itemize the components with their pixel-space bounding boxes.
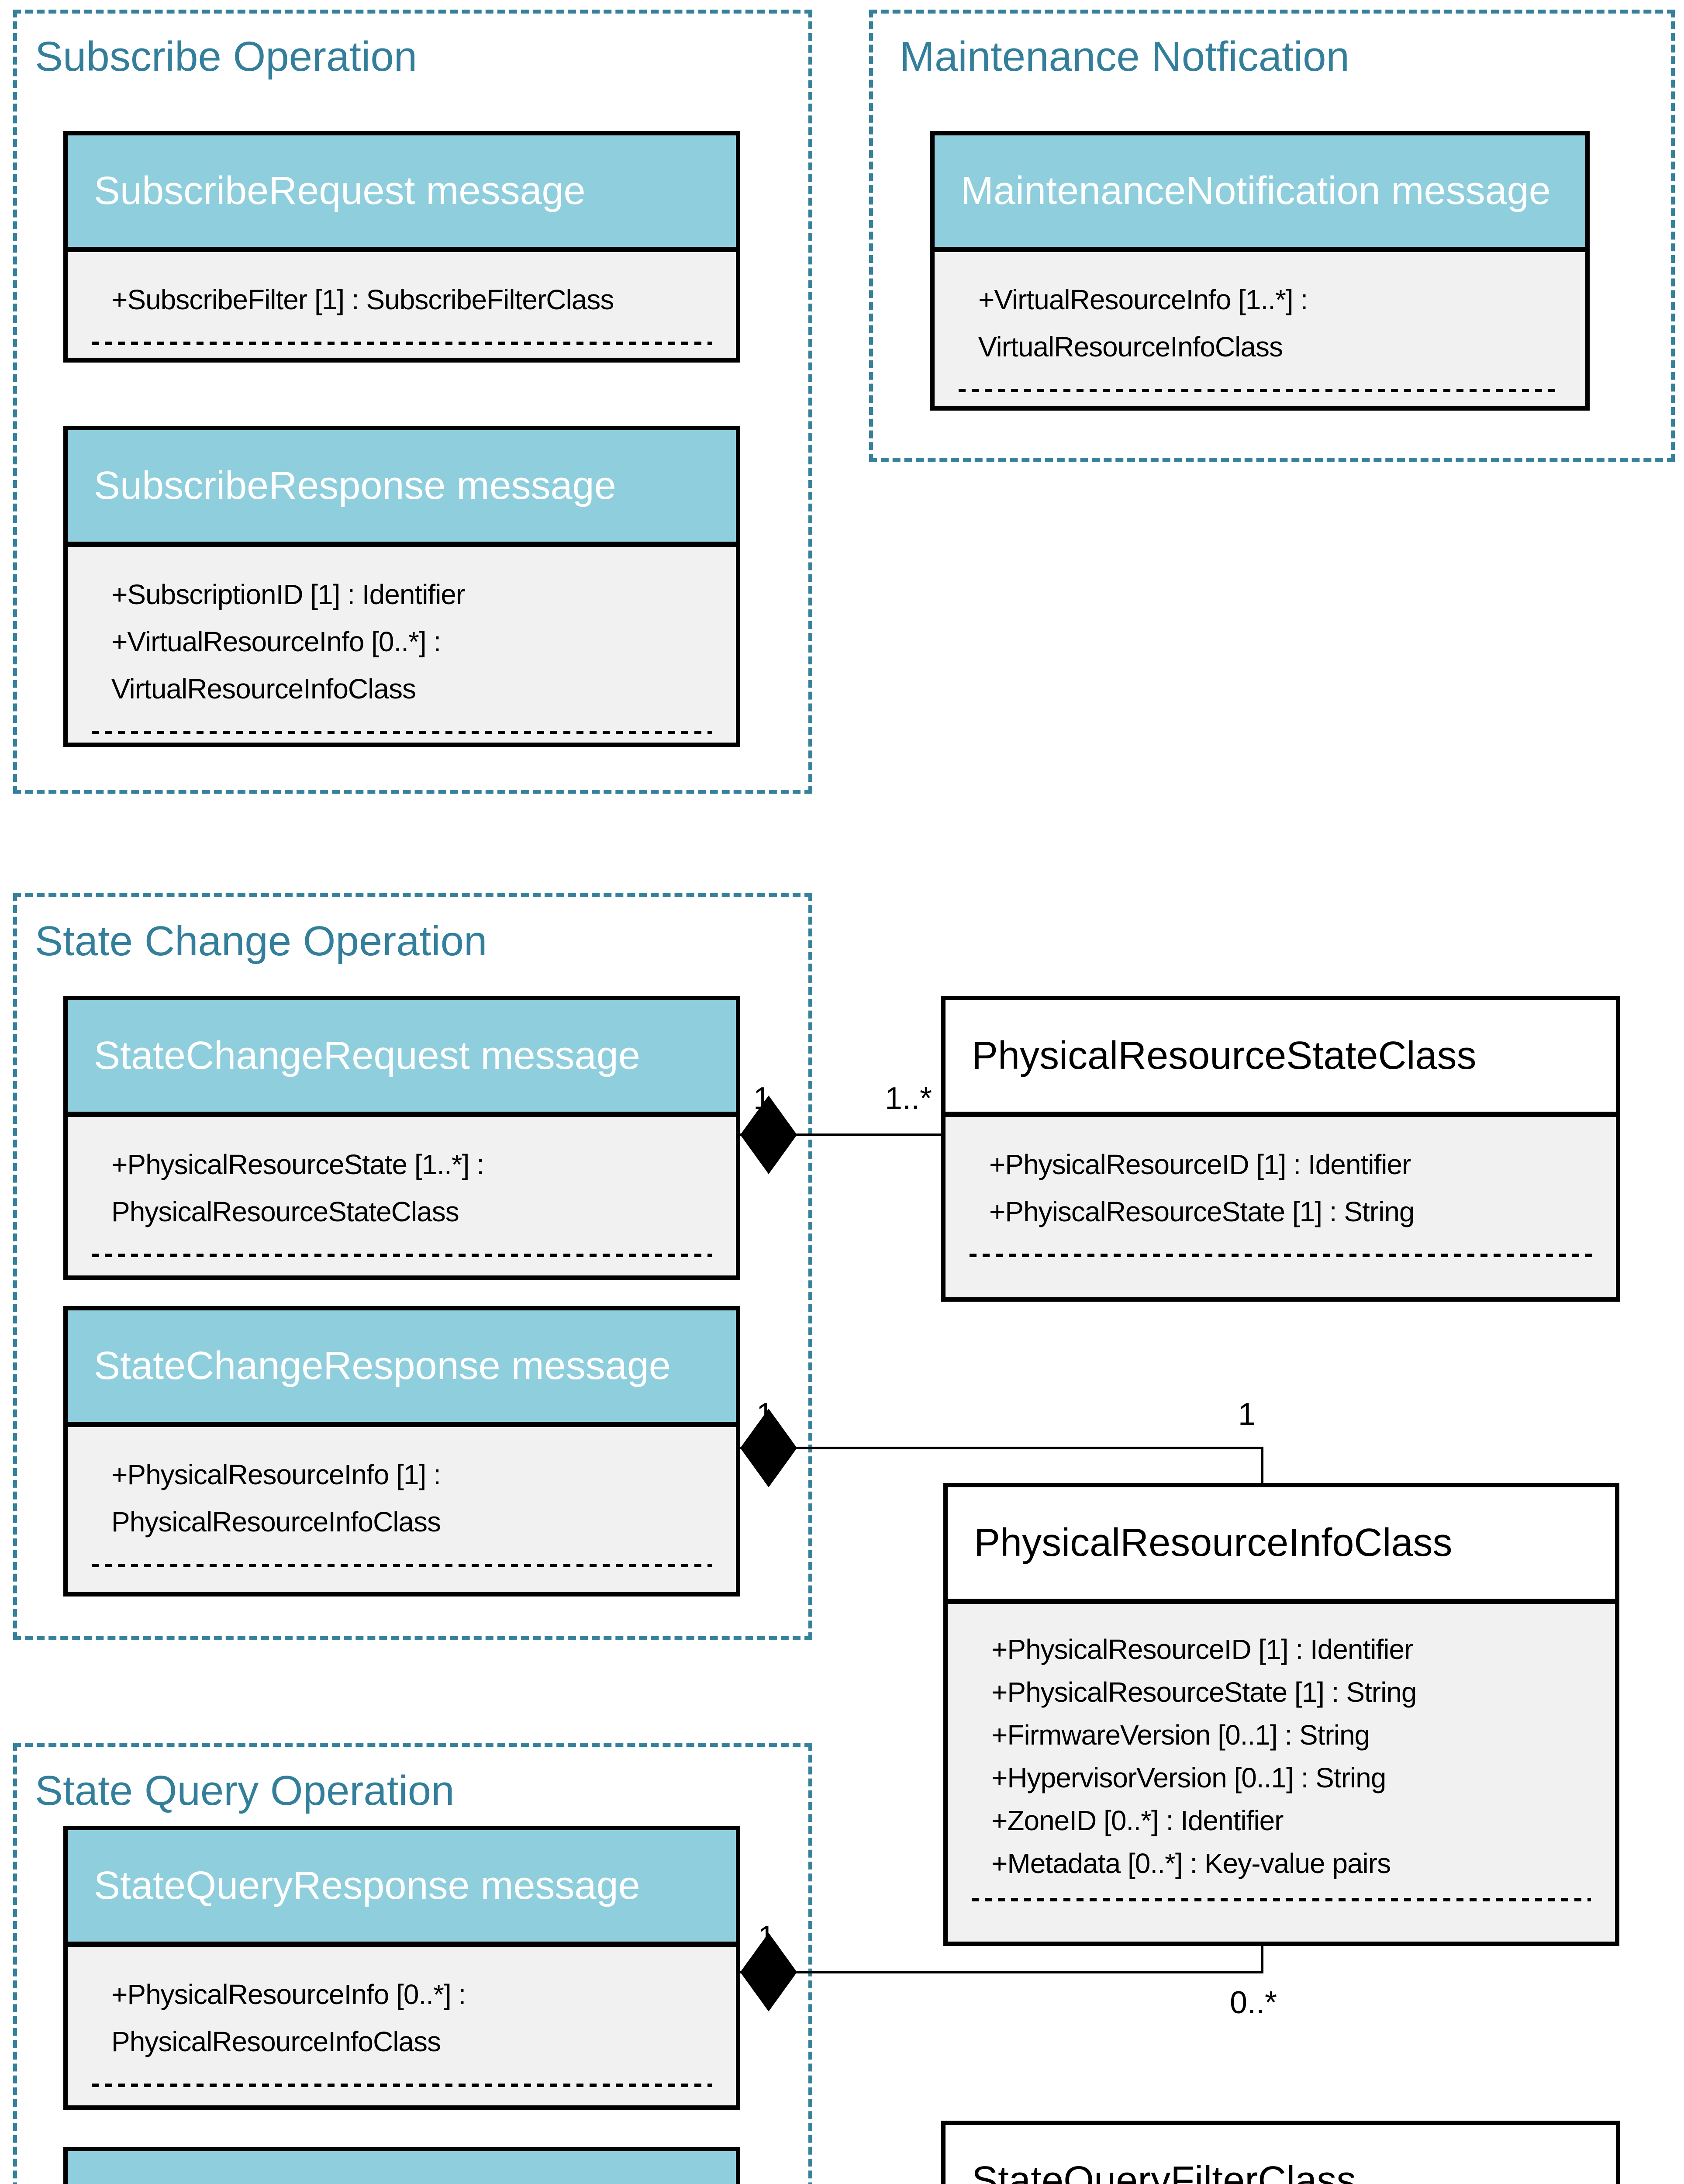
class-title-bar: StateQueryFilterClass — [946, 2125, 1616, 2184]
connector-line — [740, 1133, 941, 1136]
attribute-line: PhysicalResourceInfoClass — [111, 1506, 441, 1538]
attribute-line: +PhysicalResourceState [1..*] : — [111, 1149, 484, 1180]
class-title: PhysicalResourceInfoClass — [974, 1521, 1453, 1565]
attribute-line: +PhysicalResourceInfo [0..*] : — [111, 1979, 466, 2010]
section-subscribe-operation — [13, 10, 812, 794]
class-title: MaintenanceNotification message — [961, 169, 1551, 213]
attributes-separator — [92, 731, 712, 734]
class-box-state-query-request: StateQueryRequest message StateQueryFilt… — [63, 2147, 740, 2184]
class-box-state-query-filter-class: StateQueryFilterClass +PhysicalResourceI… — [941, 2121, 1620, 2184]
multiplicity-label: 1 — [757, 1920, 776, 1955]
connector-line — [1261, 1945, 1263, 1973]
class-title-bar: SubscribeRequest message — [68, 135, 736, 252]
connector-line — [1261, 1447, 1263, 1484]
attribute-line: +SubscribeFilter [1] : SubscribeFilterCl… — [111, 284, 614, 315]
attribute-line: +FirmwareVersion [0..1] : String — [991, 1719, 1370, 1751]
attribute-line: VirtualResourceInfoClass — [978, 331, 1283, 363]
section-title-state-query-operation: State Query Operation — [35, 1767, 455, 1814]
attribute-line: PhysicalResourceStateClass — [111, 1196, 459, 1227]
connector-line — [740, 1447, 1263, 1449]
attribute-line: +PhysicalResourceInfo [1] : — [111, 1459, 441, 1490]
class-attributes: +PhysicalResourceInfo [0..*] : PhysicalR… — [68, 1947, 736, 2105]
attribute-line: +ZoneID [0..*] : Identifier — [991, 1805, 1284, 1836]
class-title: SubscribeRequest message — [94, 169, 586, 213]
attribute-line: VirtualResourceInfoClass — [111, 673, 416, 705]
class-attributes: +SubscribeFilter [1] : SubscribeFilterCl… — [68, 252, 736, 358]
class-attributes: +VirtualResourceInfo [1..*] : VirtualRes… — [935, 252, 1585, 406]
class-box-physical-resource-info-class: PhysicalResourceInfoClass +PhysicalResou… — [943, 1483, 1619, 1946]
attribute-line: +PhyiscalResourceState [1] : String — [989, 1196, 1415, 1227]
attributes-separator — [92, 342, 712, 345]
connector-line — [740, 1971, 1263, 1973]
multiplicity-label: 1 — [1238, 1397, 1256, 1432]
attribute-line: +Metadata [0..*] : Key-value pairs — [991, 1848, 1391, 1879]
attribute-line: +VirtualResourceInfo [1..*] : — [978, 284, 1308, 315]
class-box-state-change-request: StateChangeRequest message +PhysicalReso… — [63, 996, 740, 1280]
attribute-line: +PhysicalResourceID [1] : Identifier — [991, 1634, 1413, 1665]
attributes-separator — [972, 1898, 1591, 1901]
class-attributes: +PhysicalResourceID [1] : Identifier +Ph… — [946, 1117, 1616, 1297]
class-title-bar: StateQueryRequest message — [68, 2151, 736, 2184]
attributes-separator — [92, 1254, 712, 1257]
class-title-bar: PhysicalResourceInfoClass — [948, 1487, 1615, 1604]
section-maintenance-notification — [869, 10, 1675, 462]
class-title: PhysicalResourceStateClass — [972, 1034, 1477, 1078]
section-state-query-operation — [13, 1743, 812, 2184]
class-title: StateQueryFilterClass — [972, 2159, 1356, 2184]
class-attributes: +PhysicalResourceState [1..*] : Physical… — [68, 1117, 736, 1275]
section-title-state-change-operation: State Change Operation — [35, 918, 487, 964]
attributes-separator — [970, 1254, 1592, 1257]
attributes-separator — [92, 1564, 712, 1567]
multiplicity-label: 0..* — [1229, 1985, 1277, 2020]
class-title: StateChangeRequest message — [94, 1034, 640, 1078]
attribute-line: +SubscriptionID [1] : Identifier — [111, 579, 465, 610]
class-title: StateQueryResponse message — [94, 1864, 640, 1908]
class-attributes: +PhysicalResourceID [1] : Identifier +Ph… — [948, 1604, 1615, 1942]
class-box-maintenance-notification: MaintenanceNotification message +Virtual… — [930, 131, 1590, 411]
class-box-state-query-response: StateQueryResponse message +PhysicalReso… — [63, 1826, 740, 2110]
section-state-change-operation — [13, 893, 812, 1640]
attribute-line: +HypervisorVersion [0..1] : String — [991, 1762, 1386, 1794]
class-box-subscribe-response: SubscribeResponse message +SubscriptionI… — [63, 426, 740, 747]
class-title-bar: MaintenanceNotification message — [935, 135, 1585, 252]
attribute-line: +PhysicalResourceID [1] : Identifier — [989, 1149, 1411, 1180]
class-box-state-change-response: StateChangeResponse message +PhysicalRes… — [63, 1306, 740, 1597]
class-title-bar: PhysicalResourceStateClass — [946, 1000, 1616, 1117]
class-title-bar: StateQueryResponse message — [68, 1830, 736, 1947]
class-title-bar: SubscribeResponse message — [68, 430, 736, 547]
multiplicity-label: 1 — [756, 1397, 774, 1432]
class-title: SubscribeResponse message — [94, 464, 616, 508]
class-title: StateChangeResponse message — [94, 1344, 671, 1388]
multiplicity-label: 1..* — [884, 1081, 932, 1116]
class-title-bar: StateChangeRequest message — [68, 1000, 736, 1117]
attributes-separator — [959, 389, 1561, 392]
attribute-line: PhysicalResourceInfoClass — [111, 2026, 441, 2057]
class-attributes: +SubscriptionID [1] : Identifier +Virtua… — [68, 547, 736, 743]
section-title-maintenance-notification: Maintenance Notfication — [900, 33, 1349, 80]
class-attributes: +PhysicalResourceInfo [1] : PhysicalReso… — [68, 1427, 736, 1592]
attribute-line: +PhysicalResourceState [1] : String — [991, 1676, 1417, 1708]
attribute-line: +VirtualResourceInfo [0..*] : — [111, 626, 441, 657]
attributes-separator — [92, 2084, 712, 2087]
multiplicity-label: 1 — [753, 1081, 771, 1116]
class-box-physical-resource-state-class: PhysicalResourceStateClass +PhysicalReso… — [941, 996, 1620, 1302]
class-box-subscribe-request: SubscribeRequest message +SubscribeFilte… — [63, 131, 740, 363]
class-title-bar: StateChangeResponse message — [68, 1310, 736, 1427]
section-title-subscribe-operation: Subscribe Operation — [35, 33, 418, 80]
